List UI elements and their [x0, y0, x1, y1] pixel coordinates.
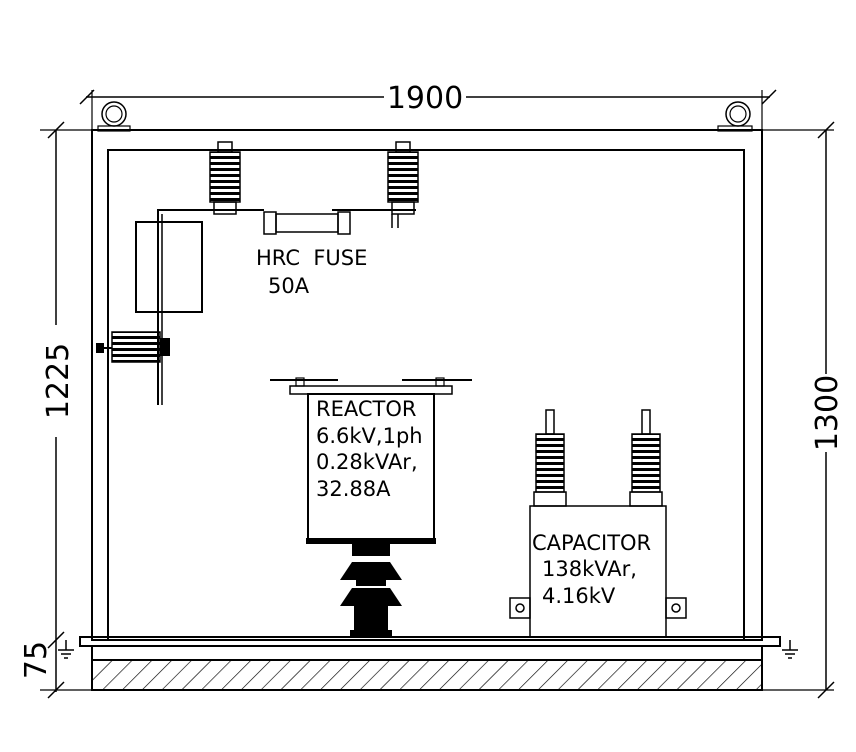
mounting-bracket-icon [665, 597, 687, 619]
insulator-bushing-icon [629, 409, 663, 507]
reactor-label-line3: 0.28kVAr, [316, 450, 418, 474]
dimension-left-height-label: 1225 [41, 343, 76, 419]
capacitor-label-line3: 4.16kV [542, 584, 616, 608]
dimension-left: 1225 [40, 121, 92, 649]
ground-symbol-icon [58, 640, 74, 659]
insulator-bushing-icon [387, 141, 419, 215]
incoming-assembly [96, 209, 210, 405]
ground-symbol-icon [782, 640, 798, 659]
capacitor-label-line1: CAPACITOR [532, 531, 651, 555]
hatched-foundation [91, 659, 763, 691]
floor-slab [79, 636, 781, 647]
enclosure-outer-frame [91, 129, 763, 641]
enclosure-inner-frame [107, 149, 745, 641]
reactor: REACTOR 6.6kV,1ph 0.28kVAr, 32.88A [270, 377, 472, 638]
insulator-bushing-icon [209, 141, 241, 215]
reactor-label-line4: 32.88A [316, 477, 391, 501]
insulator-bushing-icon [533, 409, 567, 507]
capacitor-label-line2: 138kVAr, [542, 557, 637, 581]
dimension-base-label: 75 [19, 641, 54, 679]
reactor-label-line1: REACTOR [316, 397, 416, 421]
incoming-box [135, 221, 203, 313]
dimension-right-height-label: 1300 [810, 375, 845, 451]
lifting-lug-icon [97, 101, 131, 132]
insulator-bushing-icon [340, 544, 402, 638]
insulator-bushing-icon [96, 331, 170, 363]
fuse-assembly: HRC FUSE 50A [209, 141, 419, 298]
dimension-base: 75 [19, 640, 92, 699]
dimension-width-label: 1900 [387, 81, 463, 116]
dimension-top: 1900 [79, 81, 777, 130]
mounting-bracket-icon [509, 597, 531, 619]
reactor-label-line2: 6.6kV,1ph [316, 424, 423, 448]
dimension-right: 1300 [762, 121, 845, 699]
capacitor: CAPACITOR 138kVAr, 4.16kV [509, 409, 687, 638]
lifting-lug-icon [717, 101, 753, 132]
fuse-icon [210, 209, 416, 235]
fuse-label-line1: HRC FUSE [256, 246, 367, 270]
fuse-label-line2: 50A [268, 274, 310, 298]
capacitor-tank [529, 505, 667, 638]
enclosure [58, 101, 798, 691]
